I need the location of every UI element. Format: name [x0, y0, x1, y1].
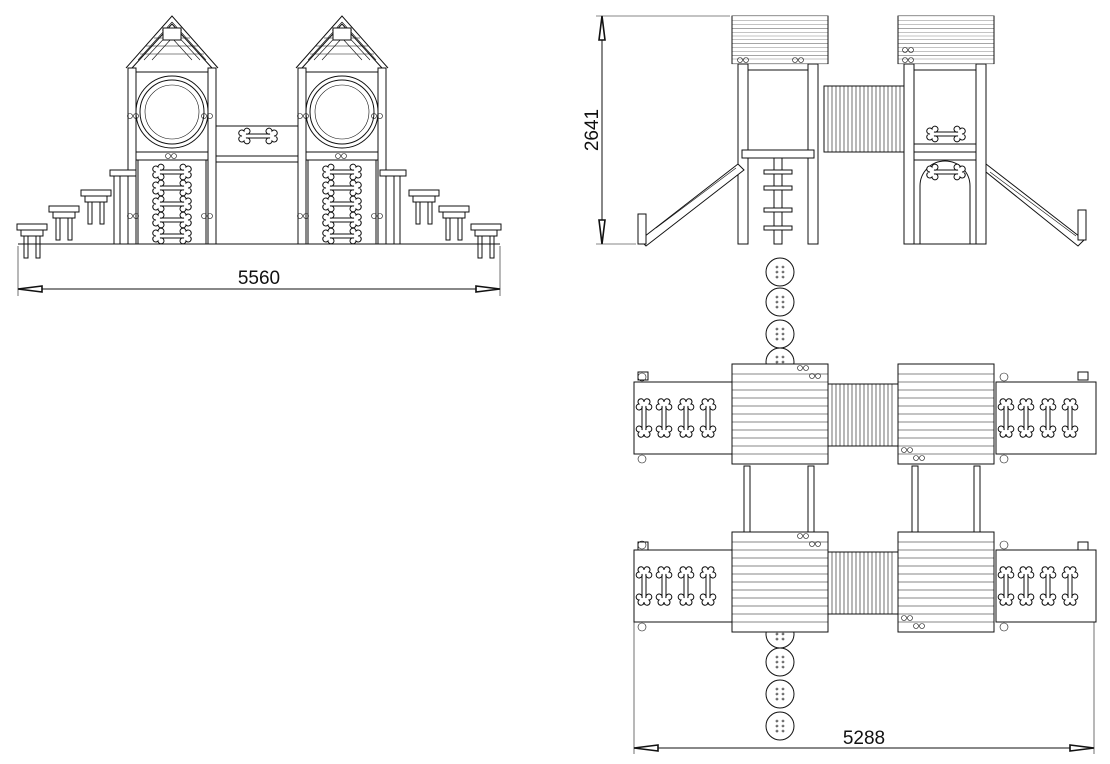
side-roof-left	[731, 15, 829, 65]
plan-side-panel-lr	[996, 541, 1096, 631]
side-bone-icon	[926, 125, 966, 143]
side-tunnel	[823, 85, 905, 153]
side-height-dimension: 2641	[582, 15, 730, 245]
plan-width-dimension: 5288	[633, 622, 1095, 754]
plan-tower-ul	[731, 363, 829, 465]
front-steps-right	[408, 189, 502, 259]
side-ramp-left	[639, 163, 745, 247]
plan-disks-bottom	[765, 619, 795, 741]
side-ramp-right	[985, 162, 1085, 247]
plan-view: 5288	[633, 257, 1096, 754]
plan-tunnel-lower	[827, 551, 899, 615]
plan-side-panel-ur	[996, 373, 1096, 463]
front-width-label: 5560	[238, 268, 280, 289]
front-view: 5560	[16, 16, 502, 296]
front-width-dimension: 5560	[17, 246, 501, 296]
plan-side-panel-ll	[634, 541, 734, 631]
front-steps-left	[16, 189, 112, 259]
front-tower-right	[296, 16, 388, 244]
side-height-label: 2641	[582, 109, 603, 151]
plan-side-panel-ul	[634, 373, 734, 463]
front-tower-left	[126, 16, 218, 244]
side-roof-right	[897, 15, 995, 65]
side-view: 2641	[582, 15, 1087, 247]
plan-tower-ll	[731, 531, 829, 633]
plan-width-label: 5288	[843, 728, 885, 749]
side-ladder	[763, 157, 793, 245]
plan-slides	[743, 465, 981, 533]
bridge-deck	[211, 155, 303, 163]
plan-disks-top	[765, 257, 795, 377]
plan-tunnel-upper	[827, 383, 899, 447]
bridge-panel	[211, 125, 303, 157]
